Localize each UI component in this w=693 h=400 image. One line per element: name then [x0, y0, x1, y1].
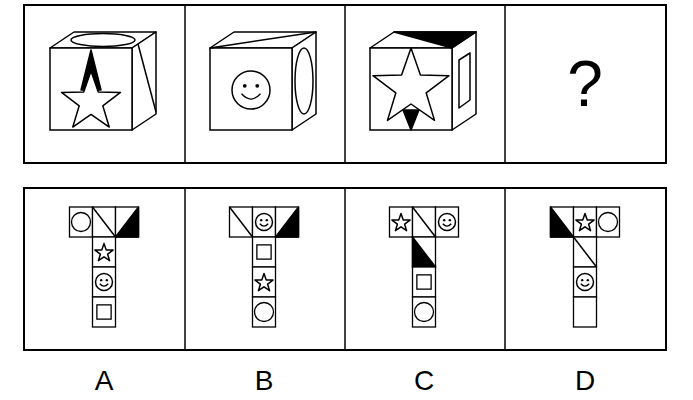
smiley-eye	[587, 279, 589, 281]
net-face	[276, 207, 299, 237]
net-face	[253, 297, 276, 327]
net-face	[574, 267, 597, 297]
smiley-eye	[581, 279, 583, 281]
smiley-mouth	[443, 224, 452, 226]
black-triangle	[394, 32, 476, 48]
smiley-eye	[260, 219, 262, 221]
cube-net	[390, 207, 459, 327]
square-symbol	[257, 245, 271, 259]
diagonal-line	[93, 207, 116, 237]
circle-symbol	[599, 213, 618, 232]
cube-net	[551, 207, 620, 327]
cube-right-face	[452, 32, 476, 130]
star-symbol	[95, 244, 113, 261]
question-mark: ?	[567, 52, 603, 116]
cube	[370, 32, 476, 130]
net-face	[436, 207, 459, 237]
net-face	[390, 207, 413, 237]
square-symbol	[97, 305, 111, 319]
circle-symbol	[415, 303, 434, 322]
cube	[210, 32, 316, 130]
circle-symbol	[255, 303, 274, 322]
star-symbol	[392, 214, 410, 231]
net-face	[574, 237, 597, 267]
diagonal-line	[138, 44, 156, 112]
option-letter: A	[95, 367, 114, 395]
black-triangle	[116, 207, 139, 237]
black-triangle	[403, 110, 419, 130]
smiley-face	[439, 214, 456, 231]
option-letter: C	[414, 367, 434, 395]
smiley-mouth	[100, 284, 109, 286]
black-triangle	[413, 237, 436, 267]
panel-frame	[24, 188, 666, 350]
net-face	[413, 237, 436, 267]
net-face	[93, 267, 116, 297]
smiley-face	[256, 214, 273, 231]
cube	[50, 32, 156, 130]
diagonal-line	[413, 207, 436, 237]
star-symbol	[255, 274, 273, 291]
smiley-mouth	[581, 284, 590, 286]
panel-divider	[184, 5, 186, 163]
smiley-eye	[449, 219, 451, 221]
smiley-eye	[255, 84, 259, 88]
ellipse-symbol	[295, 48, 313, 114]
smiley-mouth	[260, 224, 269, 226]
net-face	[93, 207, 116, 237]
smiley-eye	[106, 279, 108, 281]
smiley-eye	[100, 279, 102, 281]
net-face	[574, 297, 597, 327]
diagonal-line	[574, 237, 597, 267]
smiley-face	[232, 71, 270, 109]
net-face	[551, 207, 574, 237]
panel-divider	[344, 5, 346, 163]
smiley-eye	[243, 84, 247, 88]
square-symbol	[417, 275, 431, 289]
net-face	[413, 267, 436, 297]
ellipse-symbol	[71, 34, 135, 47]
cube-front-face	[50, 48, 132, 130]
option-letter: D	[575, 367, 595, 395]
cube-net	[230, 207, 299, 327]
option-letter: B	[255, 367, 274, 395]
diagonal-line	[210, 32, 316, 48]
star-symbol	[576, 214, 594, 231]
cube-right-face	[132, 32, 156, 130]
net-face	[70, 207, 93, 237]
cube-net	[70, 207, 139, 327]
circle-symbol	[72, 213, 91, 232]
net-face	[93, 237, 116, 267]
cube-right-face	[292, 32, 316, 130]
cube-front-face	[370, 48, 452, 130]
cube-front-face	[210, 48, 292, 130]
net-face	[597, 207, 620, 237]
net-face	[116, 207, 139, 237]
black-triangle	[276, 207, 299, 237]
net-face	[230, 207, 253, 237]
net-face	[253, 267, 276, 297]
panel-divider	[344, 188, 346, 350]
smiley-eye	[443, 219, 445, 221]
panel-divider	[184, 188, 186, 350]
smiley-face	[577, 274, 594, 291]
black-triangle	[551, 207, 574, 237]
net-face	[413, 207, 436, 237]
smiley-mouth	[242, 94, 261, 99]
square-symbol	[459, 53, 470, 108]
star-symbol	[62, 71, 121, 127]
net-face	[413, 297, 436, 327]
star-symbol	[373, 48, 449, 120]
smiley-eye	[266, 219, 268, 221]
panel-divider	[504, 5, 506, 163]
net-face	[574, 207, 597, 237]
smiley-face	[96, 274, 113, 291]
diagonal-line	[230, 207, 253, 237]
net-face	[93, 297, 116, 327]
panel-divider	[504, 188, 506, 350]
net-face	[253, 207, 276, 237]
net-face	[253, 237, 276, 267]
panel-frame	[24, 5, 666, 163]
